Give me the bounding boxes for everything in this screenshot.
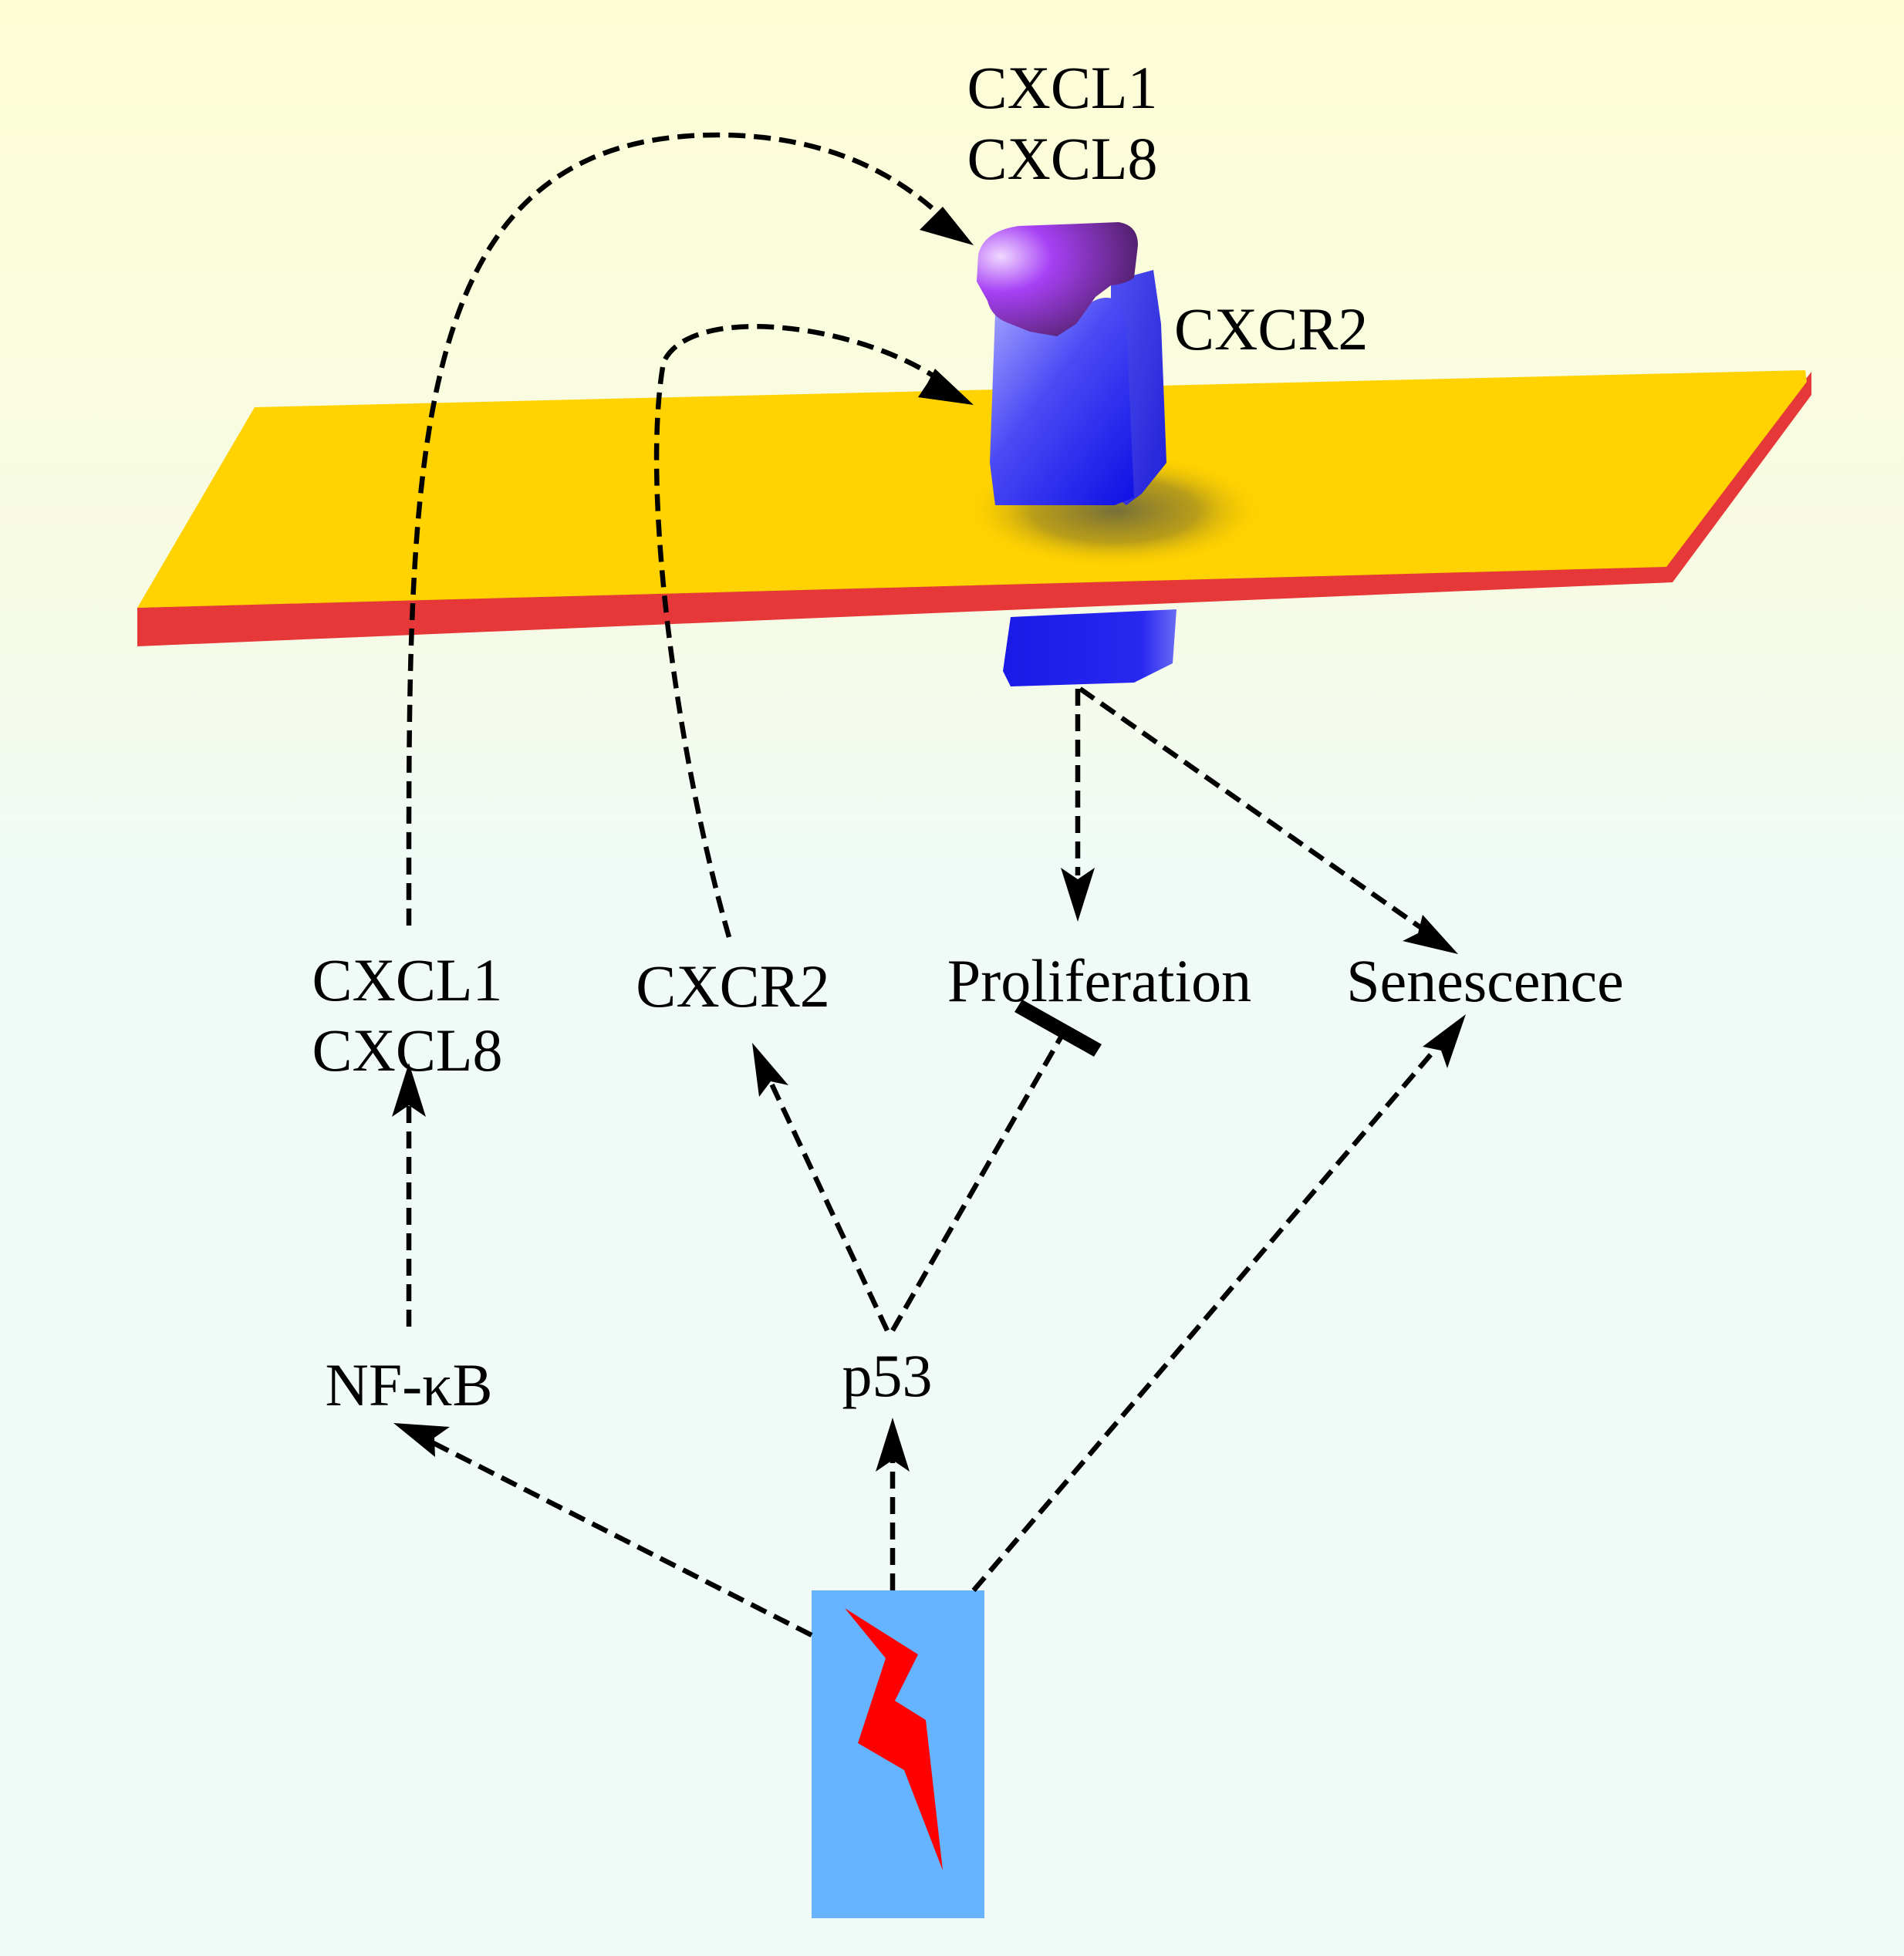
- ligand-cap: [977, 222, 1138, 336]
- arrowhead-cxcr2: [752, 1043, 788, 1097]
- membrane-edge: [137, 372, 1811, 646]
- arrowhead-ligand: [920, 207, 974, 245]
- receptor-lower-segment: [1003, 609, 1176, 686]
- arrow-ligand-secretion: [406, 132, 951, 926]
- label-receptor-bottom: CXCR2: [636, 953, 829, 1020]
- stress-box: [812, 1590, 984, 1918]
- arrow-stress-to-nfkb: [430, 1440, 813, 1637]
- arrow-cxcr2-to-membrane: [653, 324, 955, 938]
- label-proliferation: Proliferation: [947, 947, 1251, 1014]
- label-ligand-top-2: CXCL8: [967, 125, 1157, 192]
- arrow-p53-to-cxcr2: [769, 1082, 890, 1332]
- arrowhead-proliferation: [1061, 868, 1095, 922]
- inhibit-bar-proliferation: [1014, 1000, 1102, 1057]
- receptor-front-face: [990, 298, 1134, 505]
- label-senescence: Senescence: [1346, 947, 1623, 1014]
- label-ligand-top-1: CXCL1: [967, 54, 1157, 121]
- label-receptor-top: CXCR2: [1174, 295, 1368, 363]
- arrow-stress-to-senescence: [971, 1043, 1441, 1593]
- label-ligand-bottom-1: CXCL1: [312, 946, 502, 1013]
- label-nfkb: NF-κB: [325, 1351, 492, 1418]
- arrowhead-cxcr2-membrane: [918, 369, 974, 405]
- arrowhead-p53: [876, 1418, 910, 1472]
- inhibit-p53-to-proliferation: [890, 1036, 1063, 1332]
- arrowhead-senescence-top: [1403, 915, 1458, 954]
- label-p53: p53: [842, 1342, 933, 1409]
- cxcr2-receptor: [977, 222, 1176, 686]
- arrowhead-nfkb: [393, 1423, 450, 1457]
- arrows: [406, 132, 1441, 1637]
- arrow-receptor-to-senescence: [1079, 686, 1425, 932]
- arrowhead-senescence-bottom: [1423, 1014, 1466, 1068]
- labels: CXCL1 CXCL8 CXCR2 CXCL1 CXCL8 CXCR2 Prol…: [312, 54, 1623, 1418]
- lightning-bolt-icon: [845, 1608, 943, 1870]
- arrowheads: [392, 207, 1466, 1472]
- arrowhead-cxcl: [392, 1063, 426, 1117]
- membrane-surface: [137, 370, 1807, 608]
- label-ligand-bottom-2: CXCL8: [312, 1017, 502, 1084]
